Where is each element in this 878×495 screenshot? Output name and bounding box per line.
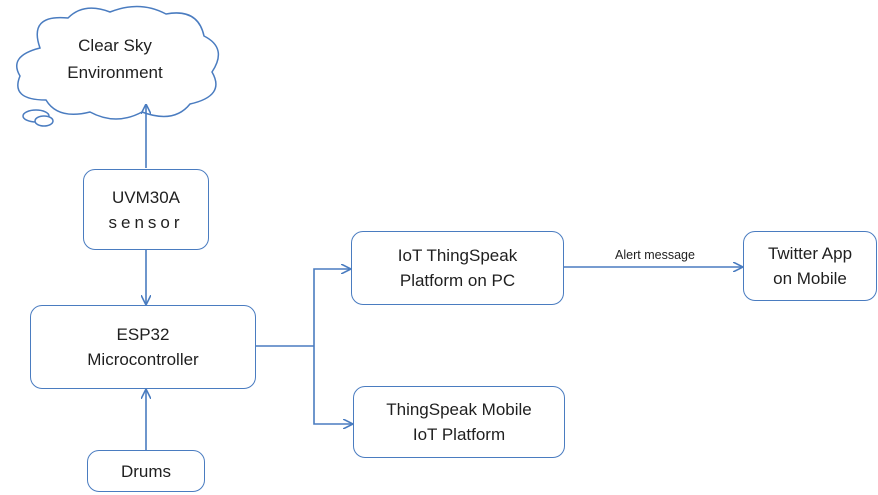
cloud-label-line2: Environment — [67, 63, 163, 82]
esp32-label-line2: Microcontroller — [87, 350, 199, 369]
cloud-shape — [16, 5, 220, 127]
cloud-label: Clear Sky Environment — [50, 32, 180, 86]
thingspeak-mobile-label-line1: ThingSpeak Mobile — [386, 400, 532, 419]
twitter-node: Twitter App on Mobile — [743, 231, 877, 301]
twitter-label-line2: on Mobile — [773, 269, 847, 288]
cloud-label-line1: Clear Sky — [78, 36, 152, 55]
thingspeak-mobile-node: ThingSpeak Mobile IoT Platform — [353, 386, 565, 458]
thingspeak-pc-label-line2: Platform on PC — [399, 271, 516, 290]
drums-node: Drums — [87, 450, 205, 492]
alert-message-label: Alert message — [615, 248, 695, 262]
sensor-node: UVM30A sensor — [83, 169, 209, 250]
thingspeak-mobile-label-line2: IoT Platform — [412, 425, 506, 444]
thingspeak-pc-node: IoT ThingSpeak Platform on PC — [351, 231, 564, 305]
thingspeak-pc-label-line1: IoT ThingSpeak — [397, 246, 518, 265]
esp32-label-line1: ESP32 — [116, 325, 170, 344]
sensor-label-line1: UVM30A — [111, 187, 181, 207]
esp32-node: ESP32 Microcontroller — [30, 305, 256, 389]
drums-label: Drums — [120, 461, 172, 481]
twitter-label-line1: Twitter App — [767, 244, 853, 263]
edge-branch-to-thingspeak-mobile — [313, 346, 352, 424]
sensor-label-line2: sensor — [108, 212, 184, 232]
edge-branch-to-thingspeak-pc — [313, 269, 350, 346]
